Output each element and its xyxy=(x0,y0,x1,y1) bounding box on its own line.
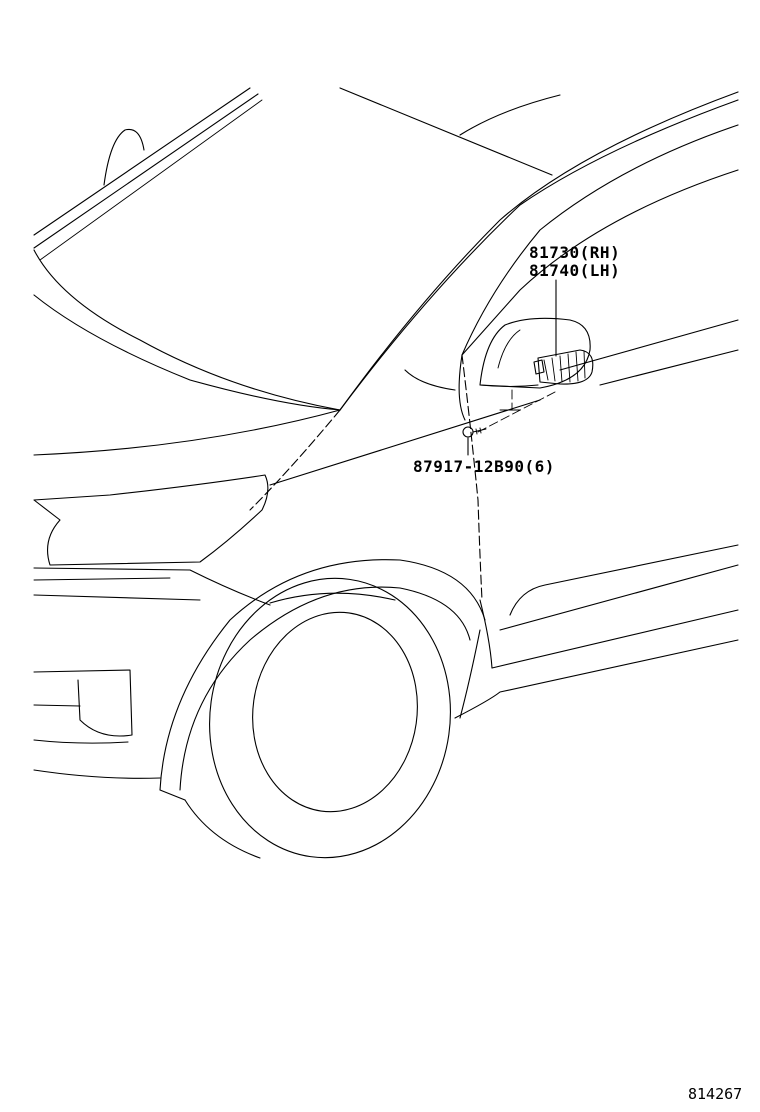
screw-part xyxy=(462,426,487,438)
figure-number: 814267 xyxy=(688,1085,743,1103)
bumper-outline xyxy=(33,669,161,779)
mirror-lamp-part xyxy=(533,349,594,385)
leader-lines xyxy=(467,279,557,456)
wiper-outline xyxy=(103,128,145,186)
door-sill-outline xyxy=(454,354,739,719)
roof-pillar-outline xyxy=(339,91,739,411)
exploded-view-lines xyxy=(477,389,556,433)
fender-arch-outline xyxy=(159,559,486,801)
tire-outline xyxy=(184,577,451,859)
windshield-outline xyxy=(33,87,553,411)
callout-mirror-lamp-rh: 81730(RH) xyxy=(529,243,621,262)
hood-body-outline xyxy=(33,319,739,511)
callout-screw: 87917-12B90(6) xyxy=(413,457,555,476)
side-mirror-outline xyxy=(479,317,591,389)
headlamp-outline xyxy=(33,474,271,606)
callout-mirror-lamp-lh: 81740(LH) xyxy=(529,261,621,280)
